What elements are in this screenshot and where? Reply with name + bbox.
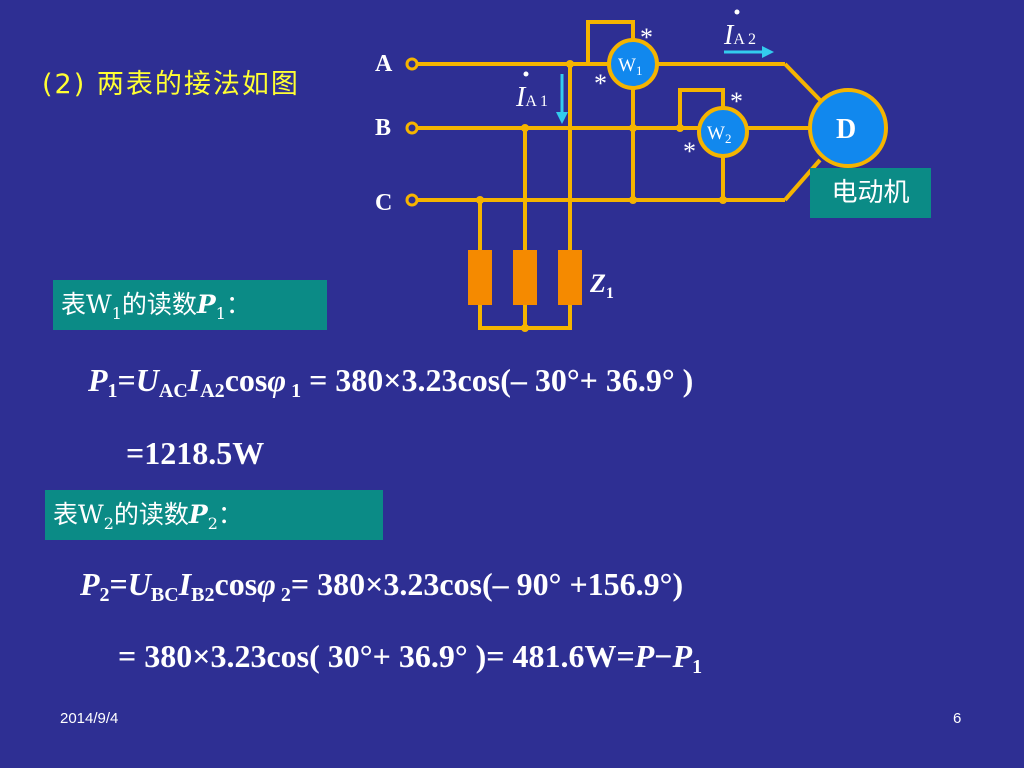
terminals bbox=[405, 57, 419, 207]
meter2-label: W2 bbox=[707, 123, 731, 146]
load-label: Z1 bbox=[589, 269, 614, 302]
equation-p2: P2=UBCIB2cosφ 2= 380×3.23cos(– 90° +156.… bbox=[80, 566, 684, 606]
line-label-b: B bbox=[375, 115, 391, 141]
meter1-label: W1 bbox=[618, 55, 642, 78]
footer-date: 2014/9/4 bbox=[60, 710, 119, 727]
page-number: 6 bbox=[953, 710, 962, 727]
wattmeter-w1-icon bbox=[607, 38, 659, 90]
equation-p1-result: =1218.5W bbox=[126, 435, 265, 471]
equation-p2-result: = 380×3.23cos( 30°+ 36.9° )= 481.6W=P−P1 bbox=[118, 638, 703, 678]
meter1-reading-label: 表W1的读数P1： bbox=[53, 280, 327, 330]
phasor-dots bbox=[523, 9, 740, 77]
star-mark: * bbox=[640, 23, 653, 52]
motor-icon bbox=[808, 88, 888, 168]
junction-dots bbox=[476, 60, 727, 332]
motor-label: 电动机 bbox=[810, 168, 931, 218]
star-mark: * bbox=[594, 69, 607, 98]
heading: (2) 两表的接法如图 bbox=[42, 69, 300, 100]
motor-symbol: D bbox=[836, 114, 856, 145]
current-a2-label: IA 2 bbox=[723, 20, 756, 51]
current-a1-label: IA 1 bbox=[515, 82, 548, 113]
line-label-a: A bbox=[375, 51, 393, 77]
wattmeter-w2-icon bbox=[697, 106, 749, 158]
current-arrows bbox=[556, 46, 774, 124]
meter2-reading-label: 表W2的读数P2： bbox=[45, 490, 383, 540]
line-label-c: C bbox=[375, 190, 392, 216]
equation-p1: P1=UACIA2cosφ 1 = 380×3.23cos(– 30°+ 36.… bbox=[88, 362, 694, 402]
load-impedances bbox=[468, 250, 582, 305]
star-mark: * bbox=[730, 87, 743, 116]
star-mark: * bbox=[683, 137, 696, 166]
